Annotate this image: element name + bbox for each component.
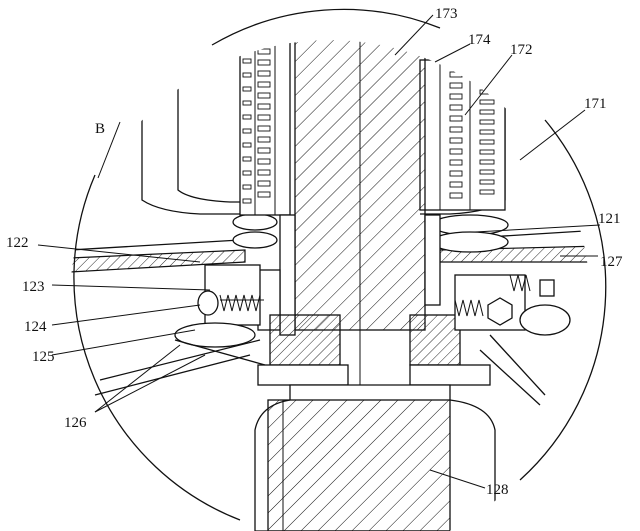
- filter-slot: [242, 100, 252, 106]
- label-b: B: [95, 121, 105, 137]
- filter-slot: [257, 158, 271, 165]
- filter-slot: [257, 125, 271, 132]
- filter-slot: [257, 92, 271, 99]
- filter-slot: [242, 44, 252, 50]
- spring-124-right: [454, 274, 555, 331]
- filter-slot: [449, 137, 463, 144]
- filter-slot: [479, 159, 495, 165]
- label-174: 174: [468, 32, 491, 48]
- filter-slot: [449, 82, 463, 89]
- sleeve-121: [232, 213, 509, 253]
- filter-slot: [257, 191, 271, 198]
- filter-slot: [449, 181, 463, 188]
- part-labels: B 122 123 124 125 126 121 127 171 172 17…: [6, 6, 623, 498]
- filter-slot: [479, 179, 495, 185]
- filter-basket-right: [419, 59, 506, 211]
- leader-lines: [37, 14, 601, 489]
- filter-slot: [242, 170, 252, 176]
- filter-slot: [479, 139, 495, 145]
- filter-slot: [449, 148, 463, 155]
- filter-slots-left: [242, 40, 271, 204]
- label-126: 126: [64, 415, 87, 431]
- filter-slot: [449, 126, 463, 133]
- filter-slot: [242, 72, 252, 78]
- filter-slot: [449, 170, 463, 177]
- filter-slot: [242, 198, 252, 204]
- label-121: 121: [598, 211, 621, 227]
- filter-slot: [257, 136, 271, 143]
- label-127: 127: [600, 254, 623, 270]
- label-171: 171: [584, 96, 607, 112]
- detail-circle-b: [73, 8, 607, 521]
- filter-slot: [449, 93, 463, 100]
- filter-slot: [257, 70, 271, 77]
- lower-flange: [94, 304, 571, 406]
- filter-slot: [479, 149, 495, 155]
- filter-slot: [242, 128, 252, 134]
- label-122: 122: [6, 235, 29, 251]
- filter-slot: [257, 169, 271, 176]
- filter-slot: [479, 169, 495, 175]
- filter-slot: [449, 159, 463, 166]
- filter-slot: [257, 147, 271, 154]
- filter-slot: [257, 48, 271, 55]
- filter-slot: [479, 99, 495, 105]
- filter-slot: [257, 180, 271, 187]
- filter-slot: [257, 40, 271, 44]
- label-124: 124: [24, 319, 47, 335]
- filter-slot: [242, 142, 252, 148]
- filter-slot: [257, 103, 271, 110]
- filter-slot: [242, 114, 252, 120]
- filter-slot: [242, 58, 252, 64]
- label-128: 128: [486, 482, 509, 498]
- filter-slot: [242, 156, 252, 162]
- label-172: 172: [510, 42, 533, 58]
- lower-body-128: [254, 384, 496, 531]
- filter-slot: [479, 129, 495, 135]
- filter-slot: [257, 114, 271, 121]
- filter-slot: [479, 109, 495, 115]
- filter-slot: [449, 71, 463, 78]
- filter-slot: [449, 192, 463, 199]
- label-173: 173: [435, 6, 458, 22]
- filter-slot: [449, 115, 463, 122]
- filter-slot: [242, 184, 252, 190]
- bearing-blocks: [257, 314, 491, 386]
- filter-slot: [257, 81, 271, 88]
- label-125: 125: [32, 349, 55, 365]
- filter-slot: [479, 189, 495, 195]
- filter-slot: [479, 119, 495, 125]
- filter-slot: [257, 59, 271, 66]
- label-123: 123: [22, 279, 45, 295]
- filter-slot: [242, 86, 252, 92]
- spring-124-left: [197, 264, 264, 326]
- filter-slot: [449, 104, 463, 111]
